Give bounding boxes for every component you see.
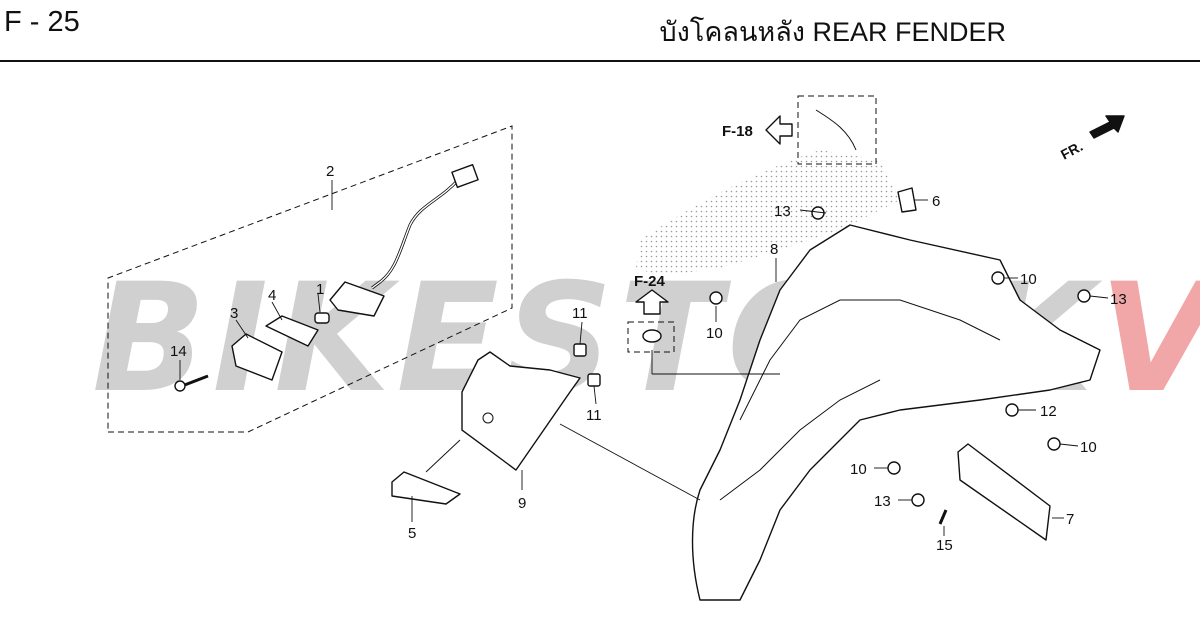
- screw-14-head: [174, 380, 186, 392]
- callout-14: 14: [170, 343, 187, 360]
- fastener-10c: [1047, 437, 1061, 451]
- grommet-13c: [911, 493, 925, 507]
- arrow-f24-icon: [635, 289, 669, 315]
- page-code: F - 25: [4, 6, 80, 38]
- bulb: [314, 312, 330, 324]
- f18-cable: [815, 109, 857, 151]
- header-divider: [0, 60, 1200, 62]
- fender-plate: [957, 443, 1051, 541]
- shading-area: [636, 150, 900, 276]
- ref-f18-box: [797, 95, 877, 165]
- callouts: 1 2 3 4 5 6 7 8 9 10 10 10 10 11 11 12 1…: [170, 163, 1127, 554]
- socket-holder: [329, 281, 385, 317]
- screw-14: [181, 374, 209, 388]
- callout-10a: 10: [706, 325, 723, 342]
- callout-6: 6: [932, 193, 940, 210]
- wire-harness-inner: [371, 179, 459, 289]
- callout-3: 3: [230, 305, 238, 322]
- fender-inner-ridge-2: [719, 379, 881, 501]
- callout-9: 9: [518, 495, 526, 512]
- callout-1: 1: [316, 281, 324, 298]
- callout-15: 15: [936, 537, 953, 554]
- callout-7: 7: [1066, 511, 1074, 528]
- front-direction-arrow-icon: [1089, 115, 1125, 139]
- fastener-10a: [709, 291, 723, 305]
- callout-13a: 13: [774, 203, 791, 220]
- ref-f18-label: F-18: [722, 123, 753, 140]
- callout-11b: 11: [586, 407, 602, 424]
- reflector: [391, 471, 461, 505]
- callout-12: 12: [1040, 403, 1057, 420]
- license-light-lens: [231, 333, 283, 381]
- callout-13c: 13: [874, 493, 891, 510]
- gasket: [265, 315, 319, 347]
- ref-f24-label: F-24: [634, 273, 666, 290]
- callout-13b: 13: [1110, 291, 1127, 308]
- connector: [451, 164, 479, 188]
- fender-inner-ridge: [739, 299, 1001, 421]
- callout-10b: 10: [1020, 271, 1037, 288]
- fastener-12: [1005, 403, 1019, 417]
- front-direction-label: FR.: [1058, 138, 1085, 163]
- nut-11-bottom: [587, 373, 601, 387]
- watermark-red: VN: [1099, 252, 1200, 426]
- callout-11a: 11: [572, 305, 588, 322]
- callout-10c: 10: [1080, 439, 1097, 456]
- clip-6: [897, 187, 917, 213]
- ref-f24-box: [627, 321, 675, 353]
- tail-light-assembly-box: [107, 125, 513, 433]
- arrow-f18-icon: [765, 115, 793, 145]
- grommet-f24: [642, 329, 662, 343]
- page-title: บังโคลนหลัง REAR FENDER: [659, 17, 1006, 47]
- bracket-hole: [482, 412, 494, 424]
- grommet-13b: [1077, 289, 1091, 303]
- leader-lines: [179, 180, 1109, 536]
- callout-4: 4: [268, 287, 276, 304]
- fastener-10b: [991, 271, 1005, 285]
- rear-fender: [691, 224, 1101, 601]
- callout-10d: 10: [850, 461, 867, 478]
- callout-5: 5: [408, 525, 416, 542]
- fastener-10d: [887, 461, 901, 475]
- callout-2: 2: [326, 163, 334, 180]
- nut-11-top: [573, 343, 587, 357]
- callout-8: 8: [770, 241, 778, 258]
- license-bracket: [461, 351, 581, 471]
- screw-15: [938, 509, 948, 525]
